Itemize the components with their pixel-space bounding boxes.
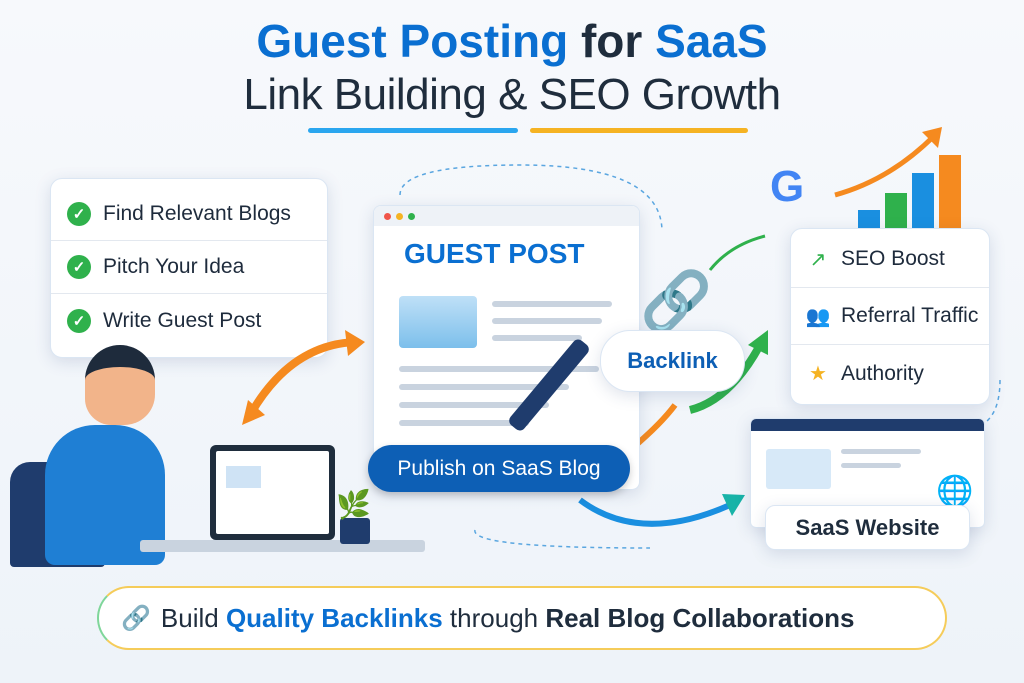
dot [396,212,403,220]
image-placeholder-icon [766,449,831,489]
arrow-head [922,127,942,148]
tagline-banner: 🔗 Build Quality Backlinks through Real B… [97,586,947,650]
text-line [492,335,582,341]
bar [939,155,961,228]
text-line [841,463,901,468]
publish-button[interactable]: Publish on SaaS Blog [368,445,630,492]
benefit-label: SEO Boost [841,247,945,270]
dashed-arrow [474,529,651,549]
checklist-label: Find Relevant Blogs [103,202,291,225]
laptop-display [216,451,329,534]
link-icon: 🔗 [121,604,151,632]
trend-up-icon: ↗ [809,248,827,271]
benefit-label: Referral Traffic [841,304,979,327]
dot [408,212,415,220]
backlink-badge: Backlink [600,330,745,392]
check-icon: ✓ [67,202,91,226]
check-icon: ✓ [67,308,91,333]
website-label: SaaS Website [795,514,940,540]
globe-icon: 🌐 [936,475,974,508]
text-line [841,449,921,454]
title-part: Guest Posting [256,15,569,67]
underline-orange [530,128,748,133]
arrow-head [748,330,768,355]
plant-icon: 🌿 [336,489,371,520]
laptop-screen [210,445,335,540]
image-placeholder-icon [226,466,261,488]
checklist-item: ✓ Find Relevant Blogs [51,188,327,241]
text-line [492,318,602,324]
check-icon: ✓ [67,255,91,279]
green-arrow [708,234,766,271]
text-line [399,402,549,408]
growth-bar-chart [858,155,963,228]
window-bar [374,206,639,226]
checklist-card: ✓ Find Relevant Blogs ✓ Pitch Your Idea ✓ W… [50,178,328,358]
checklist-item: ✓ Write Guest Post [51,294,327,347]
arrow-head [722,494,745,516]
benefit-item: ↗ SEO Boost [791,231,989,288]
saas-website-label: SaaS Website [765,505,970,550]
text-line [492,301,612,307]
bar [858,210,880,228]
orange-double-arrow [246,338,356,417]
benefit-item: 👥 Referral Traffic [791,288,989,345]
blue-curve-arrow [578,497,732,527]
tagline-text: Build [160,602,226,633]
text-line [399,384,569,390]
image-placeholder-icon [399,296,477,348]
window-bar [751,419,984,431]
dashed-arrow [399,164,663,231]
users-icon: 👥 [805,305,831,328]
title-part: for [568,15,656,67]
tagline-bold: Real Blog Collaborations [545,602,855,633]
arrow-head [242,400,265,425]
star-icon: ★ [809,363,827,385]
benefits-card: ↗ SEO Boost 👥 Referral Traffic ★ Authority [790,228,990,405]
benefit-item: ★ Authority [791,345,989,402]
tagline-text: through [442,602,546,633]
text-line [399,420,529,426]
dashed-arrow [974,379,1001,429]
guest-post-heading: GUEST POST [404,238,585,269]
text-line [399,366,599,372]
google-icon: G [770,162,805,211]
growth-arrow [834,133,937,198]
tagline-highlight: Quality Backlinks [225,602,443,633]
guest-post-document: GUEST POST [373,205,640,490]
checklist-label: Pitch Your Idea [103,255,245,278]
arrow-head [345,330,365,356]
chain-link-icon: 🔗 [640,269,713,334]
underline-blue [308,128,518,133]
bar [885,193,907,228]
dot [384,212,391,220]
title-part: SaaS [655,15,768,67]
title-line-2: Link Building & SEO Growth [243,70,781,119]
benefit-label: Authority [841,361,924,385]
backlink-label: Backlink [627,348,718,373]
checklist-item: ✓ Pitch Your Idea [51,241,327,294]
desk [140,540,425,552]
title-line-1: Guest Posting for SaaS [0,14,1024,68]
bar [912,173,934,228]
checklist-label: Write Guest Post [103,308,262,332]
person-head [85,345,155,425]
plant-pot [340,518,370,544]
